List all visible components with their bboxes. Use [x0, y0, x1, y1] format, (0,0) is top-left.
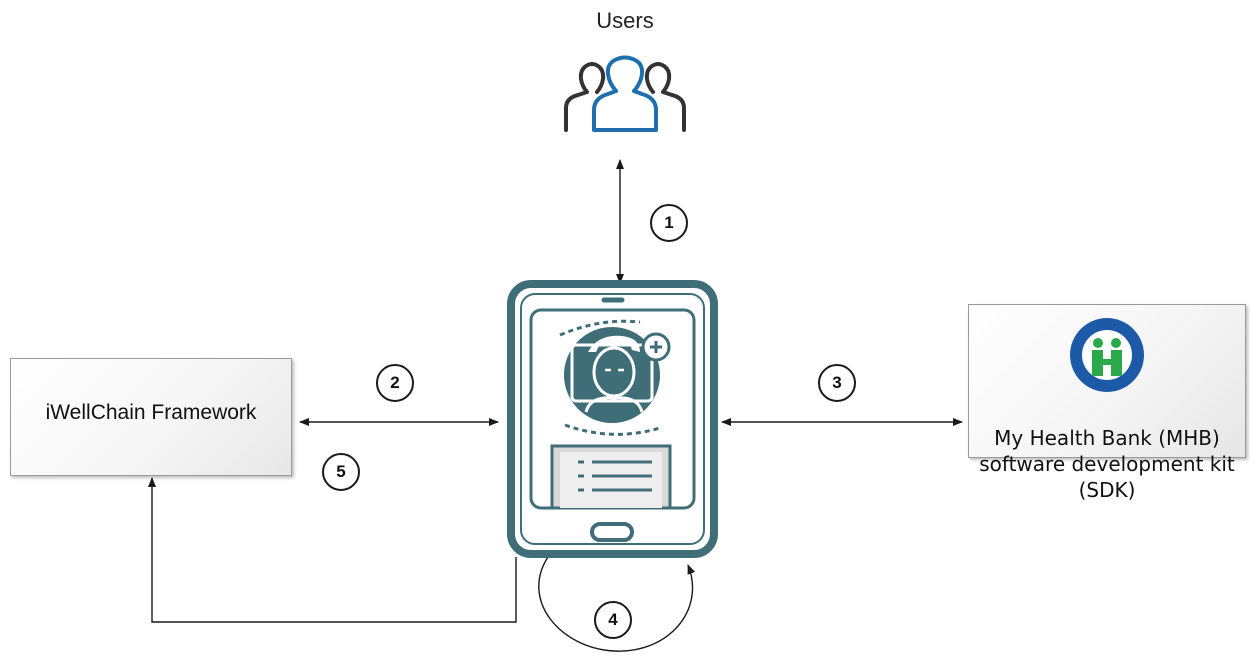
step-badge-5: 5 — [322, 453, 360, 491]
avatar-face — [592, 346, 636, 398]
connector-phone-framework-return — [148, 477, 517, 623]
step-badge-3: 3 — [818, 364, 856, 402]
mobile-health-app-icon — [507, 280, 718, 558]
phone-home-button — [590, 522, 634, 542]
user-right-icon — [644, 62, 686, 132]
avatar-monitor — [570, 343, 654, 403]
sdk-line-2: software development kit — [979, 452, 1235, 476]
document-lines — [578, 460, 652, 492]
connector-phone-self-loop — [538, 556, 696, 652]
dashed-arc-bottom — [564, 423, 661, 436]
dashed-arc-top — [559, 319, 641, 337]
user-center-icon — [592, 55, 658, 132]
sdk-line-1: My Health Bank (MHB) — [994, 426, 1220, 450]
users-label: Users — [596, 8, 654, 33]
step-badge-1: 1 — [650, 204, 688, 242]
framework-label: iWellChain Framework — [45, 401, 257, 424]
national-health-insurance-logo — [1070, 318, 1144, 392]
avatar-shoulders — [584, 396, 644, 413]
step-badge-2: 2 — [376, 364, 414, 402]
avatar-hair — [588, 335, 640, 352]
step-badge-4: 4 — [594, 601, 632, 639]
sdk-line-3: (SDK) — [1078, 478, 1136, 502]
users-group-icon — [564, 55, 686, 132]
iwellchain-framework-box: iWellChain Framework — [10, 358, 292, 476]
mhb-sdk-box: My Health Bank (MHB) software developmen… — [968, 304, 1246, 502]
sdk-text: My Health Bank (MHB) software developmen… — [969, 425, 1245, 503]
user-left-icon — [564, 62, 606, 132]
